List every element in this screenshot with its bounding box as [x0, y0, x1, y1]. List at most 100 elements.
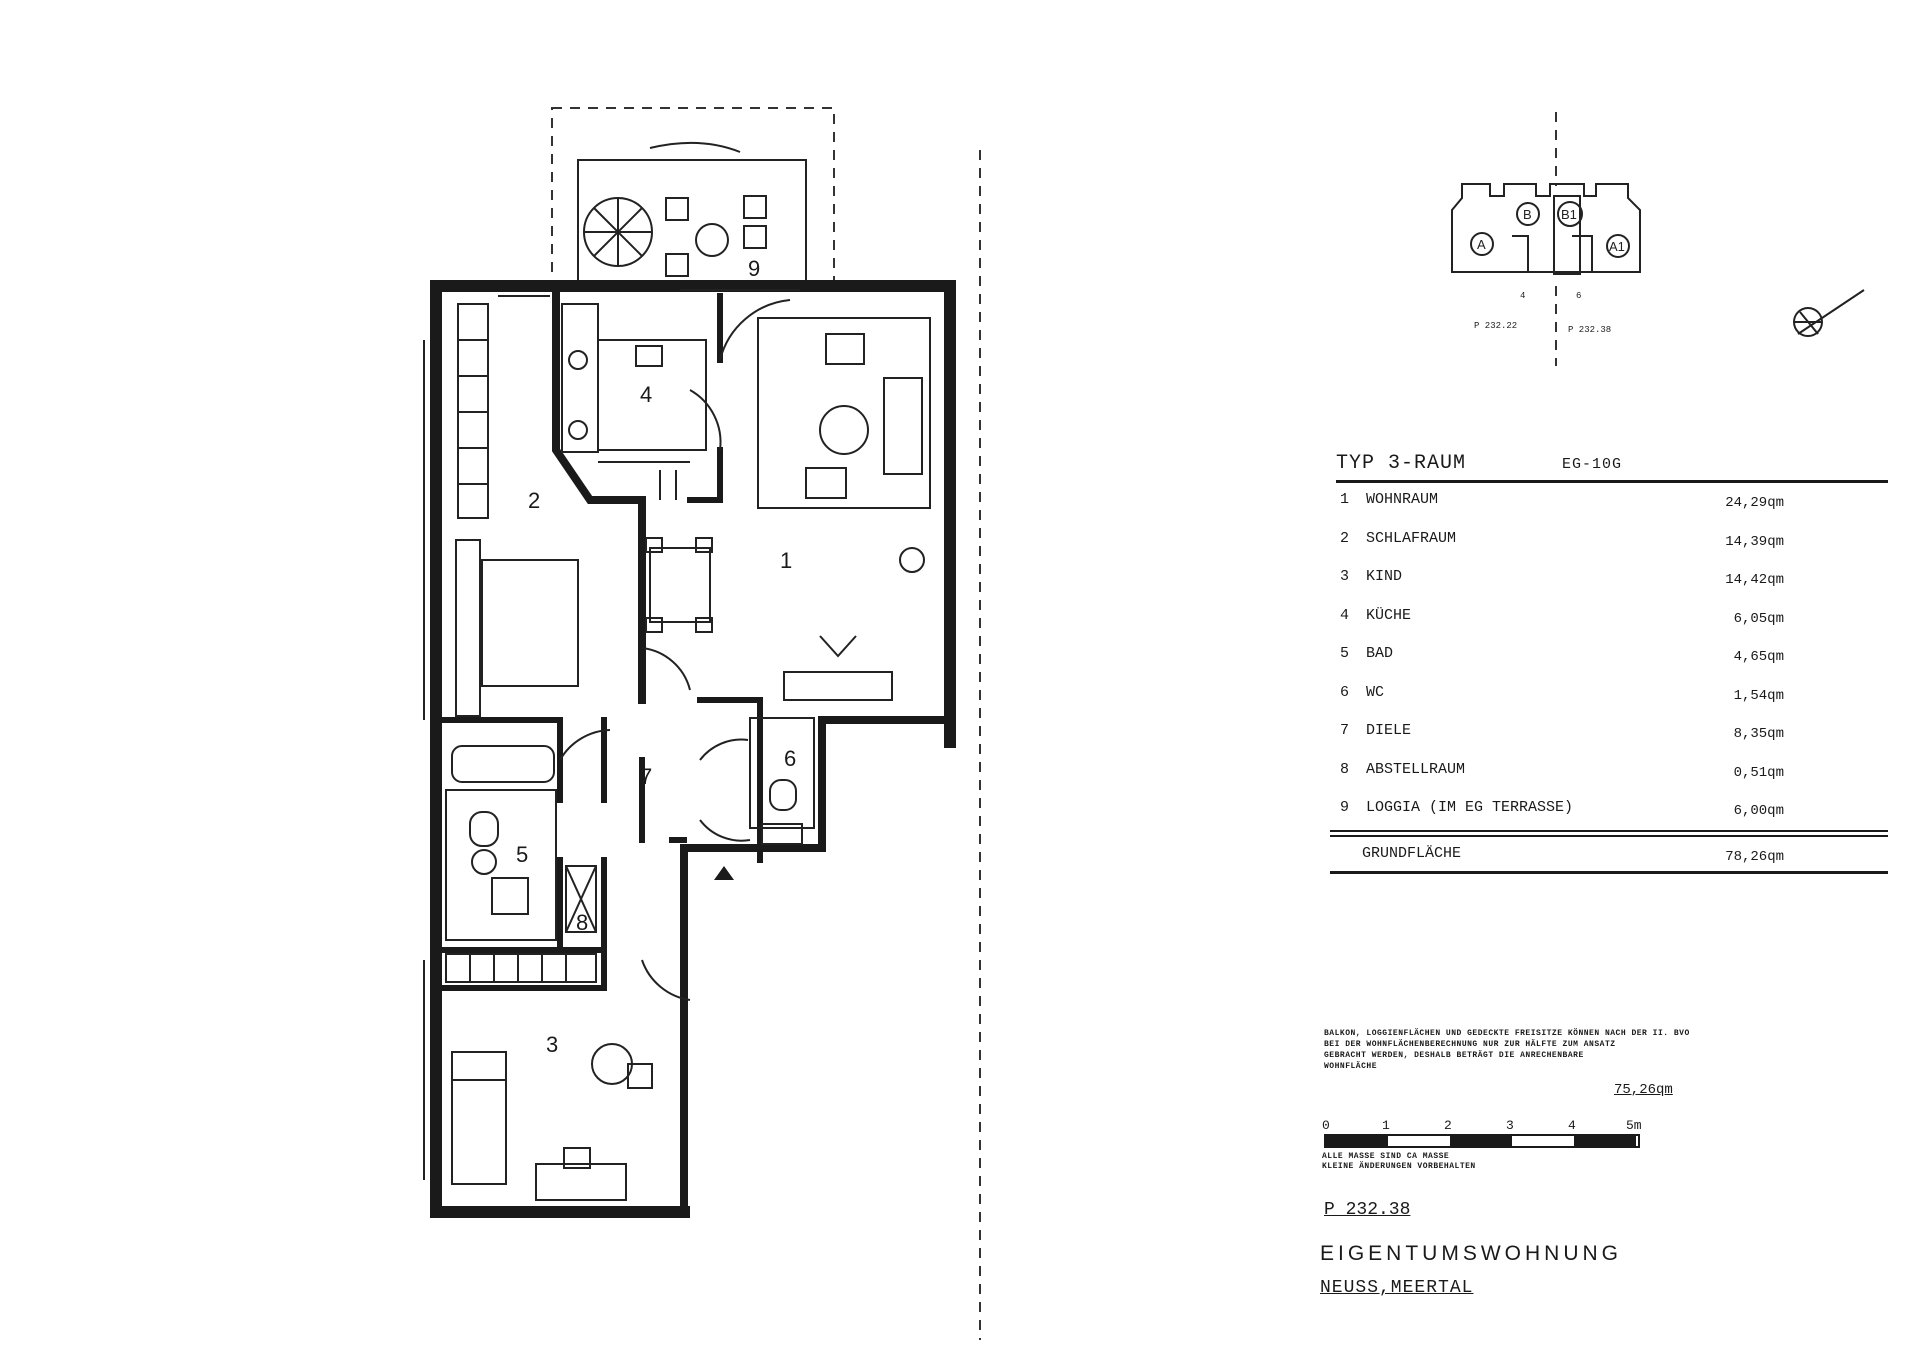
scale-label: 0 [1322, 1118, 1330, 1133]
schedule-room-name: KÜCHE [1366, 606, 1412, 624]
stove-burner-icon [568, 420, 588, 440]
chair-icon [743, 225, 767, 249]
kitchen-table [597, 339, 707, 451]
schedule-row: 4 KÜCHE 6,05qm [1336, 599, 1888, 638]
schedule-top-rule [1336, 480, 1888, 483]
coffee-table-icon [819, 405, 869, 455]
living-rug [757, 317, 931, 509]
single-bed-icon [451, 1051, 507, 1185]
kitchen-counter-front [598, 461, 690, 500]
terrace-rug [577, 159, 807, 283]
washbasin-icon [471, 849, 497, 875]
play-rug-icon [591, 1043, 633, 1085]
room-number-3: 3 [546, 1032, 558, 1057]
scale-label: 3 [1506, 1118, 1514, 1133]
chair-icon [645, 617, 663, 633]
storage-row [445, 953, 597, 983]
storage-shelf [445, 953, 597, 983]
schedule-room-area: 8,35qm [1733, 726, 1784, 742]
schedule-total-area: 78,26qm [1725, 848, 1784, 865]
sideboard-icon [783, 671, 893, 701]
schedule-room-number: 2 [1340, 529, 1350, 547]
scale-segment [1326, 1136, 1388, 1146]
schedule-room-name: DIELE [1366, 722, 1412, 739]
cabinet-8 [565, 865, 597, 933]
key-caption-right: P 232.38 [1568, 325, 1611, 335]
room-number-2: 2 [528, 488, 540, 513]
loggia-dashed-outline [551, 107, 835, 287]
room-number-1: 1 [780, 548, 792, 573]
schedule-total-rule [1330, 829, 1888, 837]
schedule-room-area: 4,65qm [1733, 649, 1784, 665]
key-unit-a1: A1 [1609, 239, 1625, 254]
schedule-room-name: WOHNRAUM [1366, 491, 1439, 508]
schedule-row: 9 LOGGIA (IM EG TERRASSE) 6,00qm [1336, 791, 1888, 830]
chair-icon [665, 253, 689, 277]
schedule-room-area: 6,00qm [1733, 803, 1784, 819]
armchair-icon [825, 333, 865, 365]
schedule-room-number: 4 [1340, 606, 1350, 624]
schedule-room-name: SCHLAFRAUM [1366, 529, 1457, 547]
wc-tiles [749, 717, 815, 829]
bathroom-tiles [445, 789, 557, 941]
desk-icon [535, 1163, 627, 1201]
room-number-6: 6 [784, 746, 796, 771]
window-marks [498, 289, 800, 297]
note-line: BALKON, LOGGIENFLÄCHEN UND GEDECKTE FREI… [1324, 1029, 1690, 1038]
key-unit-b1: B1 [1561, 207, 1577, 222]
plan-reference: P 232.38 [1324, 1200, 1411, 1220]
dining-table-icon [649, 547, 711, 623]
apartment-type-label: TYP 3-RAUM [1336, 452, 1467, 475]
scale-label: 5m [1626, 1118, 1642, 1133]
bathroom-5 [445, 745, 597, 941]
north-arrow-icon [1793, 289, 1865, 337]
sink-icon [635, 345, 663, 367]
schedule-room-number: 5 [1340, 645, 1350, 662]
room-number-7: 7 [640, 764, 652, 789]
lamp-icon [819, 635, 857, 658]
schedule-row: 7 DIELE 8,35qm [1336, 714, 1888, 753]
schedule-row: 6 WC 1,54qm [1336, 676, 1888, 715]
note-line: WOHNFLÄCHE [1324, 1062, 1378, 1071]
schedule-total-label: GRUNDFLÄCHE [1362, 844, 1462, 862]
plan-location: NEUSS,MEERTAL [1320, 1278, 1474, 1298]
living-area-note: BALKON, LOGGIENFLÄCHEN UND GEDECKTE FREI… [1324, 1028, 1864, 1072]
schedule-room-area: 1,54qm [1733, 687, 1784, 704]
toy-chest-icon [627, 1063, 653, 1089]
scale-note: KLEINE ÄNDERUNGEN VORBEHALTEN [1322, 1162, 1476, 1171]
round-table-icon [695, 223, 729, 257]
scale-label: 4 [1568, 1118, 1576, 1133]
schedule-row: 5 BAD 4,65qm [1336, 637, 1888, 676]
wc-washbasin-icon [761, 823, 803, 845]
schedule-room-area: 14,39qm [1725, 533, 1784, 550]
chair-icon [645, 537, 663, 553]
exterior-walls [423, 280, 956, 1218]
bathtub-icon [451, 745, 555, 783]
planter-icon [649, 141, 741, 153]
room-number-9: 9 [748, 256, 760, 281]
schedule-room-area: 14,42qm [1725, 572, 1784, 588]
toilet-icon [769, 779, 797, 811]
scale-segment [1450, 1136, 1512, 1146]
note-line: GEBRACHT WERDEN, DESHALB BETRÄGT DIE ANR… [1324, 1051, 1584, 1060]
schedule-room-number: 9 [1340, 799, 1350, 816]
schedule-room-number: 3 [1340, 568, 1350, 585]
scale-note: ALLE MASSE SIND CA MASSE [1322, 1152, 1450, 1161]
kitchen-4 [561, 303, 707, 500]
schedule-room-name: KIND [1366, 568, 1403, 585]
kids-room-3 [451, 1043, 653, 1201]
chair-icon [665, 197, 689, 221]
room-number-4: 4 [640, 382, 652, 407]
scale-bar-graphic [1324, 1134, 1640, 1148]
schedule-room-area: 24,29qm [1725, 495, 1784, 511]
toilet-icon [469, 811, 499, 847]
scale-label: 1 [1382, 1118, 1390, 1133]
scale-notes: ALLE MASSE SIND CA MASSE KLEINE ÄNDERUNG… [1322, 1152, 1662, 1172]
room-number-5: 5 [516, 842, 528, 867]
schedule-room-area: 0,51qm [1733, 764, 1784, 781]
scale-labels: 0 1 2 3 4 5m [1322, 1118, 1662, 1134]
schedule-total-row: GRUNDFLÄCHE 78,26qm [1336, 837, 1888, 871]
note-line: BEI DER WOHNFLÄCHENBERECHNUNG NUR ZUR HÄ… [1324, 1040, 1616, 1049]
scale-bar: 0 1 2 3 4 5m ALLE MASSE SIND CA MASSE KL… [1322, 1118, 1662, 1172]
key-unit-a: A [1477, 237, 1486, 252]
